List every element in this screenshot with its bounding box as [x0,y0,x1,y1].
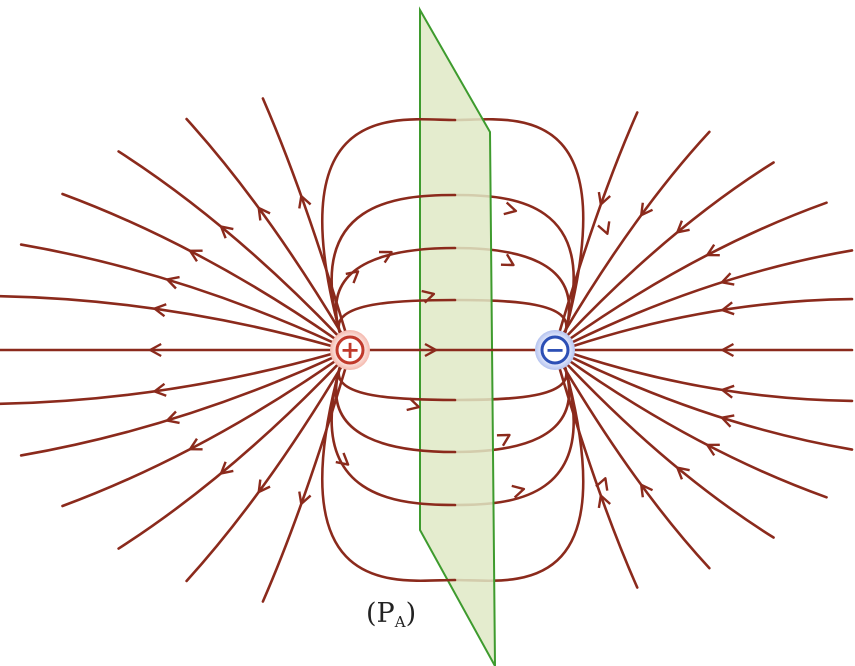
arrow-conn-5 [503,201,518,216]
arrow-conn-2 [378,250,393,264]
arrow-positive-5 [257,206,271,221]
field-line-positive-radial-6 [261,97,347,334]
arrow-positive-7 [153,382,167,397]
arrow-conn-3 [421,289,436,304]
field-line-negative-radial-9 [568,359,828,499]
field-line-positive-radial-5 [185,117,344,336]
field-line-positive-radial-9 [61,359,337,508]
plane-label-open: ( [366,598,377,629]
plane-pa [419,6,496,666]
arrow-negative-2 [720,272,735,286]
arrow-negative-7 [721,384,735,399]
arrow-positive-0 [148,342,162,358]
arrow-negative-12 [597,494,611,509]
plane-label-close: ) [405,598,417,629]
arrow-negative-1 [721,301,735,316]
arrow-positive-1 [153,303,167,318]
arrow-positive-8 [166,410,180,425]
field-line-positive-radial-4 [117,150,340,338]
field-line-positive-radial-12 [261,366,347,603]
field-line-positive-radial-2 [19,243,335,344]
field-arrows [148,191,735,509]
field-line-negative-radial-2 [570,249,854,344]
arrow-negative-5 [640,202,654,217]
field-line-positive-radial-3 [61,192,337,341]
field-line-upper-left-3 [337,298,457,335]
arrow-negative-11 [640,483,654,498]
field-line-positive-radial-10 [117,362,340,550]
arrow-conn-10 [511,484,526,499]
field-line-positive-radial-8 [19,356,335,457]
arrow-positive-4 [219,225,234,239]
field-line-negative-radial-5 [561,130,711,336]
plane-label-subscript: A [394,613,406,631]
arrow-center [424,342,438,358]
arrow-positive-10 [219,461,234,475]
field-line-lower-left-3 [337,365,457,402]
arrow-positive-9 [188,438,203,451]
field-line-positive-radial-7 [0,352,334,406]
arrow-conn-1 [345,270,360,284]
arrow-conn-11 [595,477,609,491]
field-lines-in-front [0,97,537,603]
arrow-conn-8 [335,452,350,466]
arrow-negative-0 [721,342,735,358]
field-line-negative-radial-4 [565,161,775,338]
field-line-negative-radial-12 [558,366,639,589]
field-line-positive-radial-11 [185,364,344,583]
plane-label: (PA) [366,598,416,631]
positive-charge-symbol: + [340,336,360,364]
arrow-negative-3 [706,243,720,257]
arrow-negative-6 [597,191,611,206]
arrow-negative-10 [676,466,690,480]
field-line-negative-radial-11 [561,364,711,570]
arrow-positive-2 [166,275,180,290]
arrow-negative-8 [720,414,735,428]
field-line-negative-radial-1 [571,297,854,348]
arrow-positive-12 [298,491,312,506]
arrow-positive-11 [257,479,271,494]
field-line-negative-radial-7 [571,352,854,403]
arrow-positive-3 [188,249,203,262]
field-line-lower-left-2 [334,365,457,454]
arrow-negative-9 [706,443,720,457]
field-line-upper-left-0 [320,117,457,335]
arrow-conn-7 [406,397,421,412]
field-line-negative-radial-10 [565,362,775,539]
negative-charge-symbol: − [545,336,565,364]
plane-label-main: P [376,598,395,629]
arrow-negative-4 [676,220,690,234]
field-line-negative-radial-8 [570,356,854,451]
field-line-upper-left-2 [334,246,457,335]
arrow-conn-9 [496,433,511,447]
arrow-conn-6 [597,221,611,235]
arrow-positive-6 [298,194,312,209]
negative-charge: − [535,330,575,370]
arrow-conn-4 [500,253,515,267]
field-line-negative-radial-6 [558,111,639,334]
field-line-lower-left-0 [320,365,457,583]
field-line-negative-radial-3 [568,201,828,341]
positive-charge: + [330,330,370,370]
field-line-positive-radial-1 [0,294,334,348]
